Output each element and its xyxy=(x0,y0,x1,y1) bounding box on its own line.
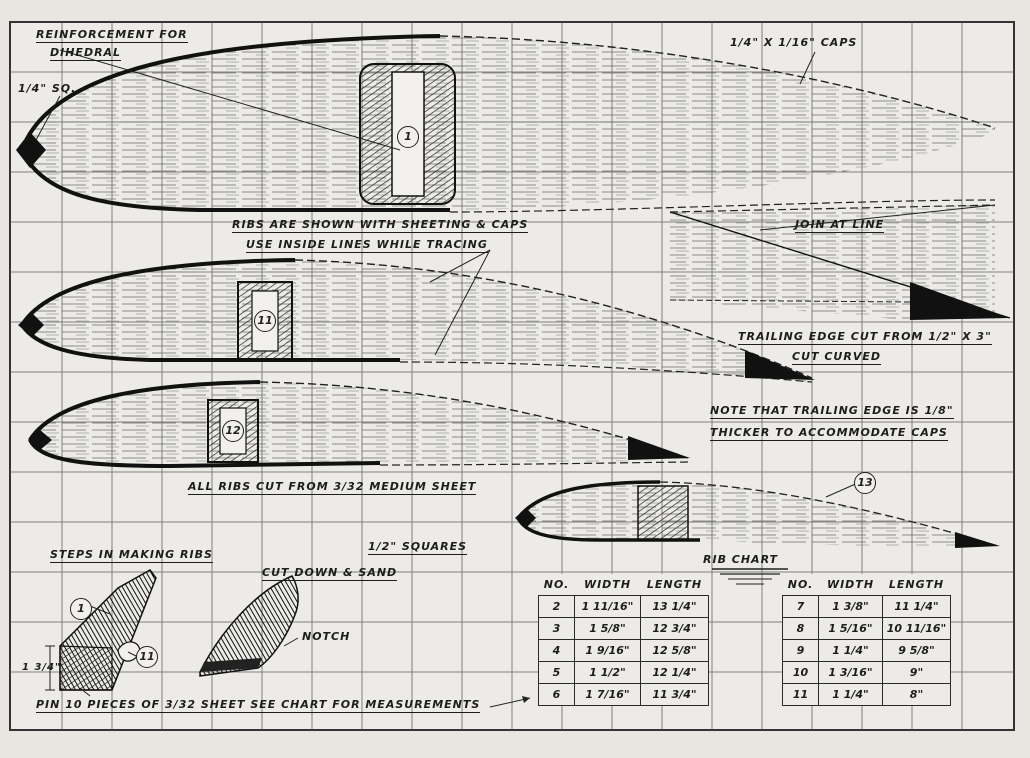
cell-length: 12 5/8" xyxy=(640,639,709,662)
label-thicker-caps: THICKER TO ACCOMMODATE CAPS xyxy=(710,426,948,441)
table-row: 8 1 5/16" 10 11/16" xyxy=(782,617,951,640)
label-quarter-square: 1/4" SQ. xyxy=(18,82,77,95)
cell-length: 12 3/4" xyxy=(640,617,709,640)
cell-length: 12 1/4" xyxy=(640,661,709,684)
label-notch: NOTCH xyxy=(302,630,351,643)
measurement-arrow xyxy=(489,696,531,708)
header-no: NO. xyxy=(782,574,819,596)
label-cut-down-sand: CUT DOWN & SAND xyxy=(262,566,398,581)
cell-no: 10 xyxy=(782,661,819,684)
cell-width: 1 7/16" xyxy=(574,683,641,706)
steps-rib-stack xyxy=(45,569,157,697)
cell-width: 1 5/8" xyxy=(574,617,641,640)
cell-length: 9 5/8" xyxy=(882,639,951,662)
label-stack-height: 1 3/4" xyxy=(22,662,62,673)
cell-no: 11 xyxy=(782,683,819,706)
cell-width: 1 11/16" xyxy=(574,595,641,618)
table-row: 4 1 9/16" 12 5/8" xyxy=(538,639,709,662)
cell-width: 1 1/2" xyxy=(574,661,641,684)
cell-width: 1 3/8" xyxy=(818,595,883,618)
table-row: 5 1 1/2" 12 1/4" xyxy=(538,661,709,684)
cell-length: 8" xyxy=(882,683,951,706)
cell-width: 1 1/4" xyxy=(818,639,883,662)
label-caps: 1/4" X 1/16" CAPS xyxy=(730,36,858,49)
label-trailing-edge-cut: TRAILING EDGE CUT FROM 1/2" X 3" xyxy=(738,330,992,345)
rib-number-1: 1 xyxy=(397,126,419,148)
label-reinforcement: REINFORCEMENT FOR xyxy=(36,28,188,43)
label-all-ribs-cut: ALL RIBS CUT FROM 3/32 MEDIUM SHEET xyxy=(188,480,477,495)
rib-chart-right: NO. WIDTH LENGTH 7 1 3/8" 11 1/4" 8 1 5/… xyxy=(782,574,951,706)
step-number-1: 1 xyxy=(70,598,92,620)
header-length: LENGTH xyxy=(640,574,709,596)
cell-no: 5 xyxy=(538,661,575,684)
cell-length: 10 11/16" xyxy=(882,617,951,640)
rib-13-outline xyxy=(515,480,1000,548)
header-no: NO. xyxy=(538,574,575,596)
cut-down-rib-shape xyxy=(199,575,299,677)
rib-number-13: 13 xyxy=(854,472,876,494)
rib-chart-left: NO. WIDTH LENGTH 2 1 11/16" 13 1/4" 3 1 … xyxy=(538,574,709,706)
label-dihedral: DIHEDRAL xyxy=(50,46,122,61)
cell-no: 8 xyxy=(782,617,819,640)
label-ribs-shown: RIBS ARE SHOWN WITH SHEETING & CAPS xyxy=(232,218,529,233)
step-number-11: 11 xyxy=(136,646,158,668)
header-width: WIDTH xyxy=(574,574,641,596)
rib-chart-underline xyxy=(712,568,788,585)
cell-length: 11 1/4" xyxy=(882,595,951,618)
table-row: 10 1 3/16" 9" xyxy=(782,661,951,684)
label-rib-chart: RIB CHART xyxy=(703,553,779,566)
cell-width: 1 9/16" xyxy=(574,639,641,662)
cell-width: 1 3/16" xyxy=(818,661,883,684)
label-join-at-line: JOIN AT LINE xyxy=(795,218,885,233)
cell-width: 1 1/4" xyxy=(818,683,883,706)
cell-no: 9 xyxy=(782,639,819,662)
cell-no: 7 xyxy=(782,595,819,618)
label-pin-pieces: PIN 10 PIECES OF 3/32 SHEET SEE CHART FO… xyxy=(36,698,481,713)
cell-width: 1 5/16" xyxy=(818,617,883,640)
table-row: 6 1 7/16" 11 3/4" xyxy=(538,683,709,706)
cell-length: 9" xyxy=(882,661,951,684)
cell-no: 6 xyxy=(538,683,575,706)
table-row: 7 1 3/8" 11 1/4" xyxy=(782,595,951,618)
table-row: 2 1 11/16" 13 1/4" xyxy=(538,595,709,618)
table-row: 9 1 1/4" 9 5/8" xyxy=(782,639,951,662)
rib-number-11: 11 xyxy=(254,310,276,332)
label-cut-curved: CUT CURVED xyxy=(792,350,881,365)
cell-no: 4 xyxy=(538,639,575,662)
label-steps-making-ribs: STEPS IN MAKING RIBS xyxy=(50,548,213,563)
label-note-trailing-edge: NOTE THAT TRAILING EDGE IS 1/8" xyxy=(710,404,954,419)
cell-length: 11 3/4" xyxy=(640,683,709,706)
cell-no: 2 xyxy=(538,595,575,618)
table-row: 11 1 1/4" 8" xyxy=(782,683,951,706)
header-length: LENGTH xyxy=(882,574,951,596)
table-row: 3 1 5/8" 12 3/4" xyxy=(538,617,709,640)
cell-length: 13 1/4" xyxy=(640,595,709,618)
trailing-edge-block xyxy=(669,204,1011,320)
label-half-squares: 1/2" SQUARES xyxy=(368,540,468,555)
cell-no: 3 xyxy=(538,617,575,640)
label-inside-lines: USE INSIDE LINES WHILE TRACING xyxy=(246,238,488,253)
rib-number-12: 12 xyxy=(222,420,244,442)
header-width: WIDTH xyxy=(818,574,883,596)
